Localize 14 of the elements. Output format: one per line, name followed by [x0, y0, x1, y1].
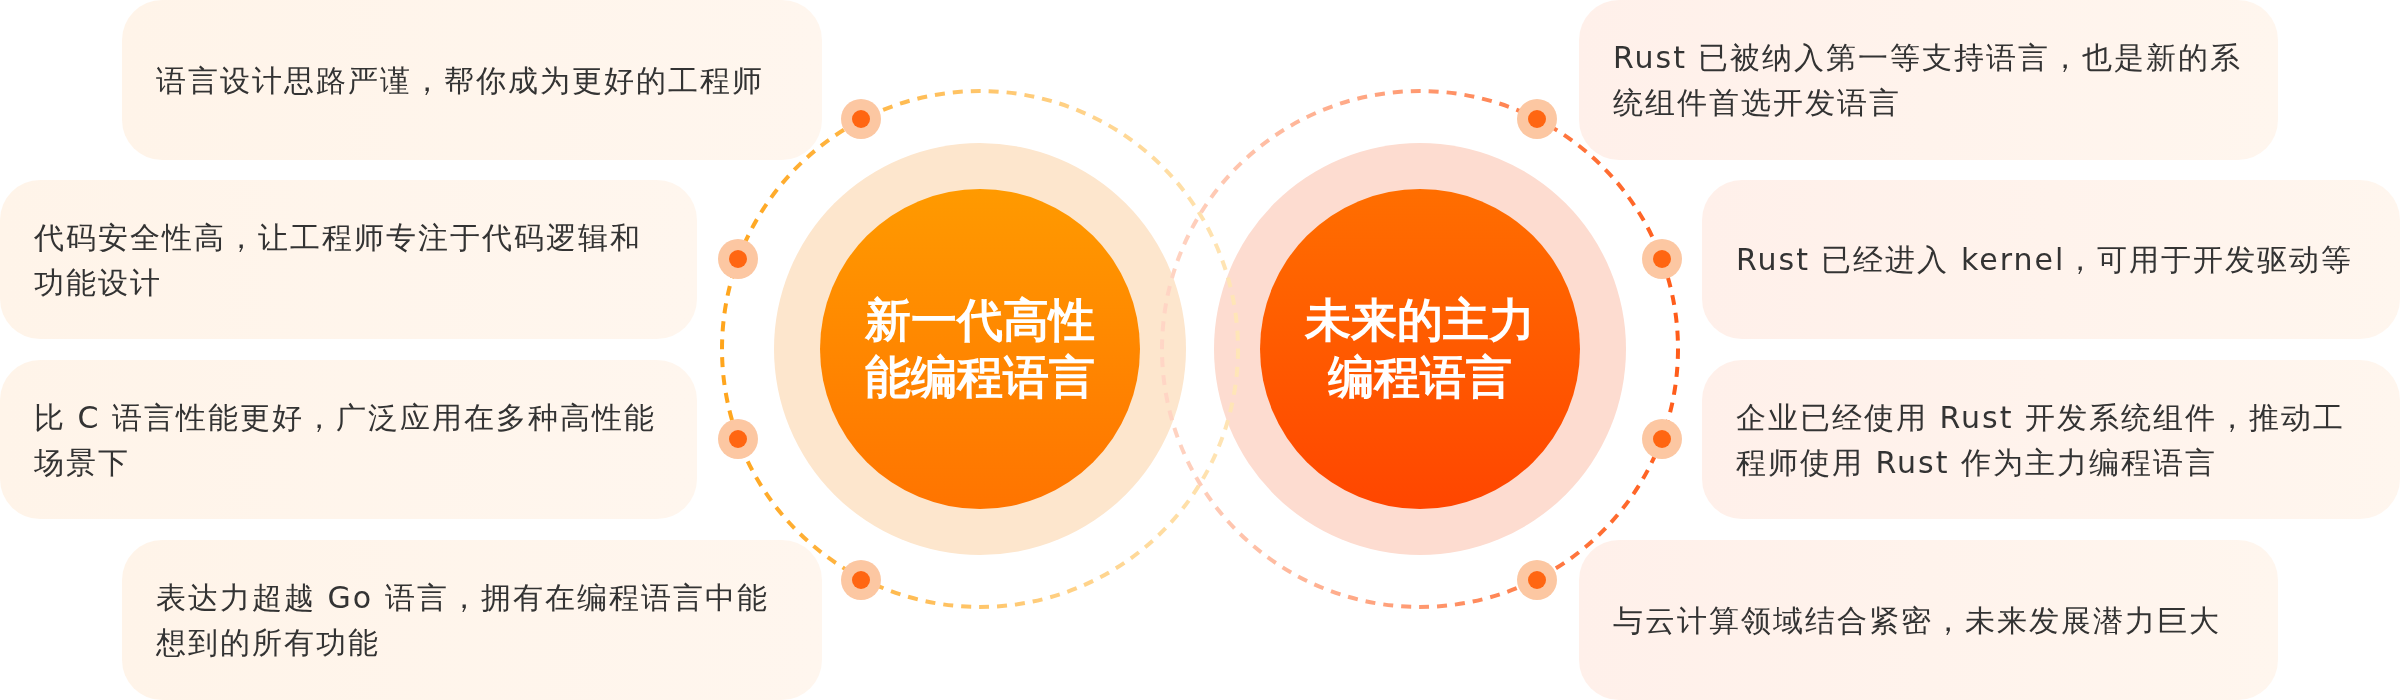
- card-text: 语言设计思路严谨，帮你成为更好的工程师: [156, 61, 764, 100]
- info-card: [122, 540, 822, 700]
- circle-title: 新一代高性能编程语言: [864, 292, 1096, 406]
- info-card: [1579, 540, 2278, 700]
- info-card: [1579, 0, 2278, 160]
- card-text: 代码安全性高，让工程师专注于代码逻辑和功能设计: [34, 218, 643, 302]
- card-text: 与云计算领域结合紧密，未来发展潜力巨大: [1613, 601, 2221, 640]
- card-text: Rust 已经进入 kernel，可用于开发驱动等: [1736, 241, 2354, 279]
- circle-title: 未来的主力编程语言: [1303, 292, 1536, 406]
- card-text: Rust 已被纳入第一等支持语言，也是新的系统组件首选开发语言: [1613, 39, 2244, 122]
- card-text: 企业已经使用 Rust 开发系统组件，推动工程师使用 Rust 作为主力编程语言: [1736, 398, 2346, 482]
- card-text: 比 C 语言性能更好，广泛应用在多种高性能场景下: [34, 398, 658, 482]
- info-card: [122, 0, 822, 160]
- card-text: 表达力超越 Go 语言，拥有在编程语言中能想到的所有功能: [156, 579, 770, 662]
